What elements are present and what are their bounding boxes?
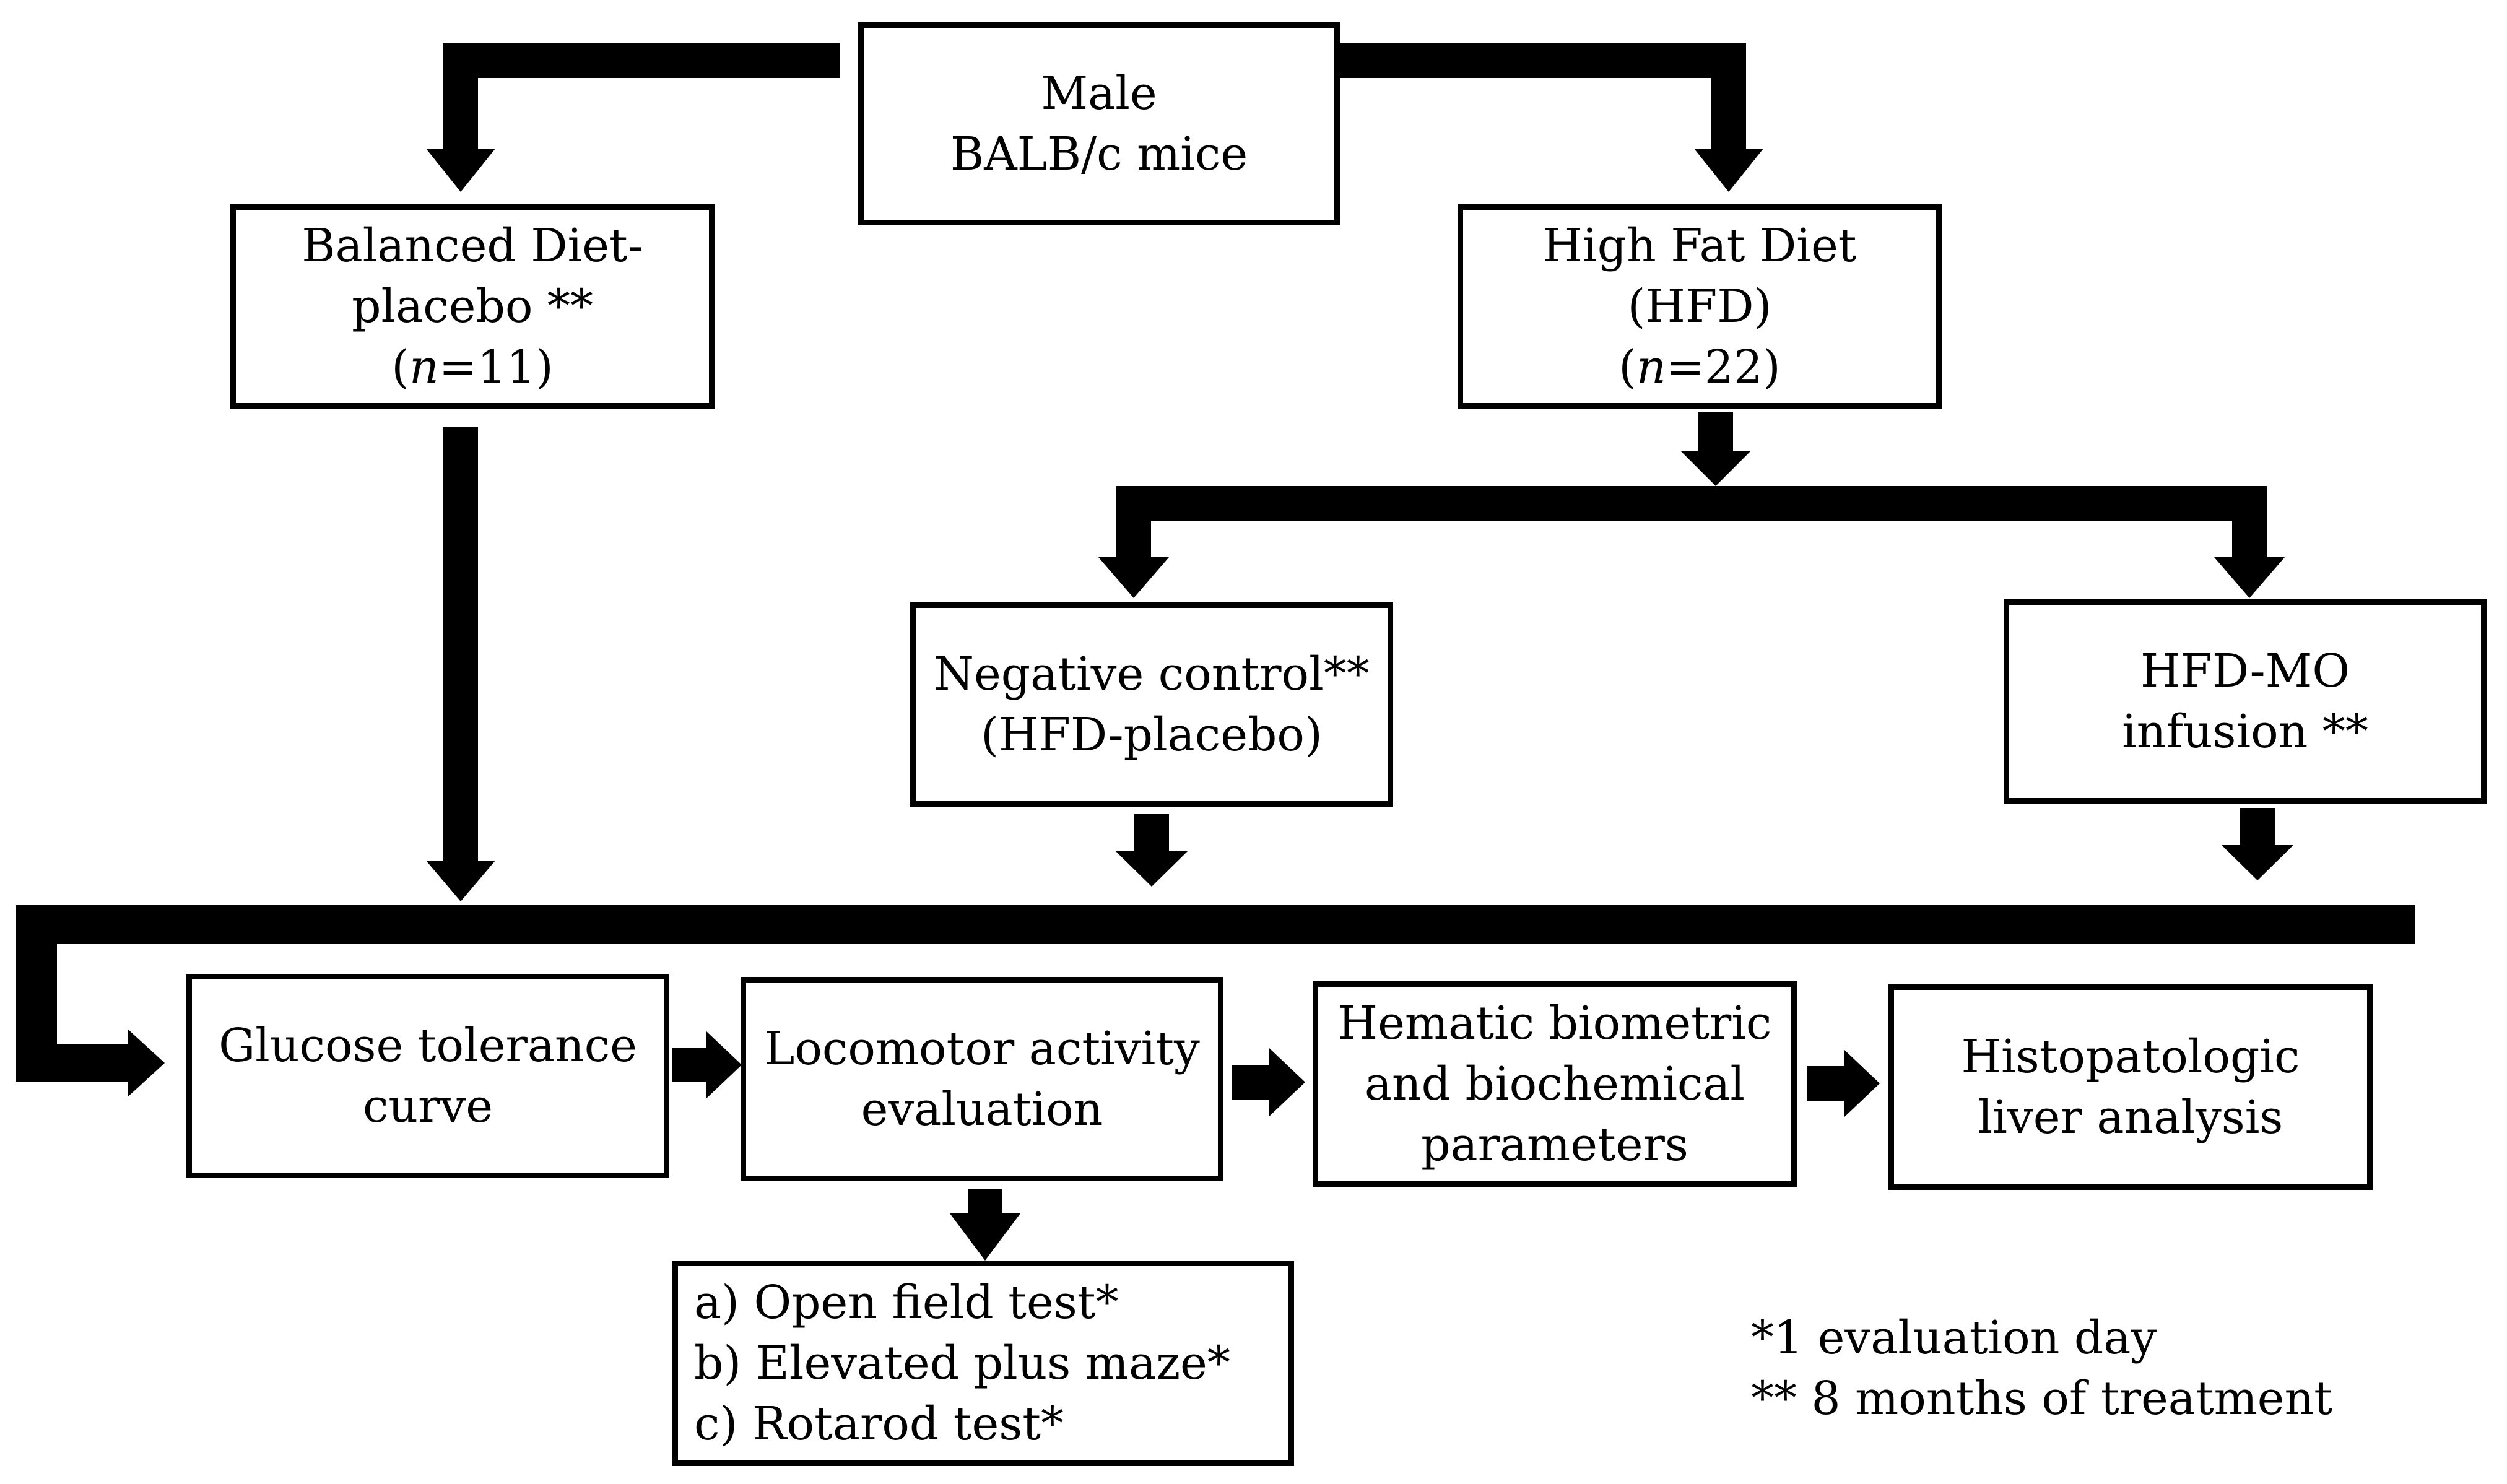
arrow-glucose-to-locomotor: [672, 1031, 742, 1099]
node-hfd-line-3: (n=22): [1618, 341, 1781, 394]
arrow-mice-to-hfd: [1337, 43, 1763, 192]
node-balanced-line-1: Balanced Diet-: [302, 219, 643, 272]
node-balanced-line-2: placebo **: [352, 280, 593, 333]
node-hematic-line-1: Hematic biometric: [1337, 997, 1772, 1050]
node-histo-line-2: liver analysis: [1978, 1091, 2283, 1144]
arrow-bus-to-glucose: [16, 905, 165, 1097]
node-hfd-line-1: High Fat Diet: [1542, 219, 1857, 272]
arrow-hfd-split: [1116, 412, 2267, 521]
arrow-mice-to-balanced: [426, 43, 840, 192]
footnotes: *1 evaluation day ** 8 months of treatme…: [1751, 1308, 2332, 1429]
node-behavior-tests: a) Open field test* b) Elevated plus maz…: [672, 1261, 1294, 1466]
arrow-hfdmo-to-bus: [2222, 808, 2293, 880]
node-histo-line-1: Histopatologic: [1961, 1030, 2300, 1083]
node-glucose-tolerance: Glucose tolerance curve: [186, 974, 669, 1178]
arrow-locomotor-to-tests: [950, 1189, 1020, 1261]
arrow-hematic-to-histo: [1807, 1049, 1880, 1117]
node-balanced-line-3: (n=11): [391, 341, 554, 394]
arrow-balanced-to-bus: [426, 427, 495, 901]
node-hfd-line-2: (HFD): [1627, 280, 1772, 333]
node-histopatologic-liver: Histopatologic liver analysis: [1888, 984, 2373, 1190]
node-negative-line-1: Negative control**: [934, 648, 1370, 701]
node-hfdmo-line-2: infusion **: [2122, 705, 2368, 758]
node-negative-control: Negative control** (HFD-placebo): [910, 602, 1393, 807]
node-tests-line-3: c) Rotarod test*: [694, 1397, 1064, 1451]
arrow-locomotor-to-hematic: [1232, 1048, 1305, 1116]
arrow-to-negative: [1098, 486, 1169, 598]
node-hfd-mo-infusion: HFD-MO infusion **: [2004, 599, 2487, 804]
arrow-negative-to-bus: [1116, 814, 1188, 887]
node-balanced-diet: Balanced Diet- placebo ** (n=11): [230, 204, 715, 409]
node-locomotor-line-2: evaluation: [861, 1083, 1103, 1136]
node-high-fat-diet: High Fat Diet (HFD) (n=22): [1458, 204, 1942, 409]
node-hematic-line-2: and biochemical: [1364, 1057, 1745, 1111]
node-mice-line-2: BALB/c mice: [950, 128, 1248, 181]
node-hfdmo-line-1: HFD-MO: [2140, 644, 2350, 698]
node-mice: Male BALB/c mice: [858, 22, 1340, 225]
node-hematic-line-3: parameters: [1421, 1118, 1688, 1171]
node-negative-line-2: (HFD-placebo): [981, 708, 1323, 762]
node-glucose-line-2: curve: [362, 1080, 493, 1133]
node-locomotor-line-1: Locomotor activity: [764, 1022, 1200, 1075]
footnote-treatment-duration: ** 8 months of treatment: [1751, 1372, 2332, 1425]
arrow-bus: [16, 905, 2415, 944]
footnote-evaluation-day: *1 evaluation day: [1751, 1311, 2157, 1365]
arrow-to-hfdmo: [2214, 486, 2285, 598]
node-glucose-line-1: Glucose tolerance: [219, 1019, 637, 1072]
node-locomotor-activity: Locomotor activity evaluation: [741, 977, 1223, 1181]
node-tests-line-2: b) Elevated plus maze*: [694, 1337, 1230, 1390]
node-hematic-parameters: Hematic biometric and biochemical parame…: [1313, 981, 1797, 1187]
node-tests-line-1: a) Open field test*: [694, 1276, 1119, 1329]
node-mice-line-1: Male: [1041, 67, 1157, 120]
